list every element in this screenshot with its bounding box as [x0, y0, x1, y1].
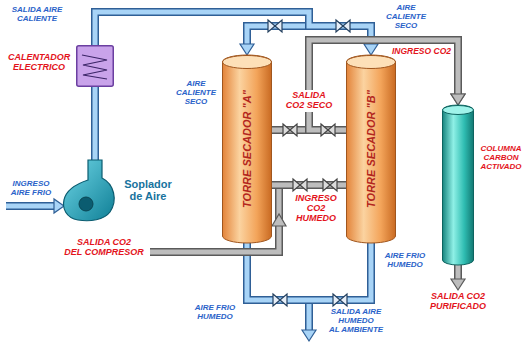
carbon-column-body [443, 105, 474, 265]
flow-label: SALIDA CO2 PURIFICADO [423, 292, 493, 312]
arrowhead [302, 330, 316, 341]
air-blower-shape [60, 160, 115, 222]
node-label: COLUMNA CARBON ACTIVADO [478, 145, 524, 171]
dryer-tower: TORRE SECADOR "A" [222, 55, 272, 243]
arrowhead [272, 214, 286, 226]
co2-pipe [454, 265, 462, 279]
arrowhead [54, 199, 64, 213]
dryer-tower: TORRE SECADOR "B" [346, 55, 396, 243]
dryer-tower-top [223, 56, 272, 69]
electric-heater: CALENTADOR ELECTRICO [76, 45, 114, 87]
node-label: TORRE SECADOR "A" [241, 90, 253, 208]
flow-label: INGRESO CO2 HUMEDO [288, 194, 344, 224]
valve-symbol [293, 179, 307, 191]
node-label: TORRE SECADOR "B" [365, 90, 377, 208]
air-pipe [6, 202, 54, 210]
air-blower: Soplador de Aire [60, 160, 115, 222]
valve-symbol [273, 294, 287, 306]
air-pipe [6, 204, 54, 209]
flow-label: SALIDA AIRE CALIENTE [6, 6, 68, 24]
arrowhead [240, 44, 254, 55]
flow-label: INGRESO CO2 [392, 47, 451, 56]
pipe-outline [95, 12, 309, 46]
dryer-tower-body [223, 55, 272, 243]
flow-label: SALIDA CO2 DEL COMPRESOR [62, 238, 146, 258]
air-pipe [307, 304, 312, 330]
dryer-tower-body [347, 55, 396, 243]
air-pipe [305, 304, 313, 330]
valve-symbol [268, 20, 282, 32]
node-label: CALENTADOR ELECTRICO [8, 53, 70, 73]
carbon-column: COLUMNA CARBON ACTIVADO [442, 105, 474, 265]
arrowhead [451, 94, 465, 105]
arrowhead [451, 279, 465, 290]
flow-label: AIRE CALIENTE SECO [174, 80, 218, 106]
flow-label: SALIDA CO2 SECO [277, 90, 341, 112]
node-label: Soplador de Aire [120, 178, 176, 202]
heater-body [77, 46, 114, 87]
valve-symbol [323, 179, 337, 191]
heater-coil [82, 55, 107, 79]
flow-label: AIRE FRIO HUMEDO [190, 304, 240, 322]
arrowhead [364, 44, 378, 55]
arrowhead [451, 94, 465, 105]
blower-inlet [79, 197, 93, 211]
electric-heater-shape [76, 45, 114, 87]
pipe-connector [95, 12, 309, 55]
pipe-connector [95, 87, 96, 160]
pipe-connector [95, 12, 378, 55]
valve-symbol [336, 20, 350, 32]
pipe-core [93, 87, 98, 160]
blower-body [64, 160, 115, 221]
flow-label: INGRESO AIRE FRIO [4, 180, 58, 198]
flow-label: AIRE CALIENTE SECO [382, 4, 430, 30]
co2-pipe [456, 265, 461, 279]
pipe-core [95, 12, 309, 46]
valve-symbol [333, 294, 347, 306]
carbon-column-top [443, 106, 474, 115]
valve-symbol [321, 124, 335, 136]
valve-symbol [283, 124, 297, 136]
flow-label: SALIDA AIRE HUMEDO AL AMBIENTE [320, 308, 392, 334]
carbon-column-shape [442, 105, 474, 265]
flow-label: AIRE FRIO HUMEDO [380, 252, 430, 270]
dryer-tower-top [347, 56, 396, 69]
pipe-outline [91, 87, 99, 160]
